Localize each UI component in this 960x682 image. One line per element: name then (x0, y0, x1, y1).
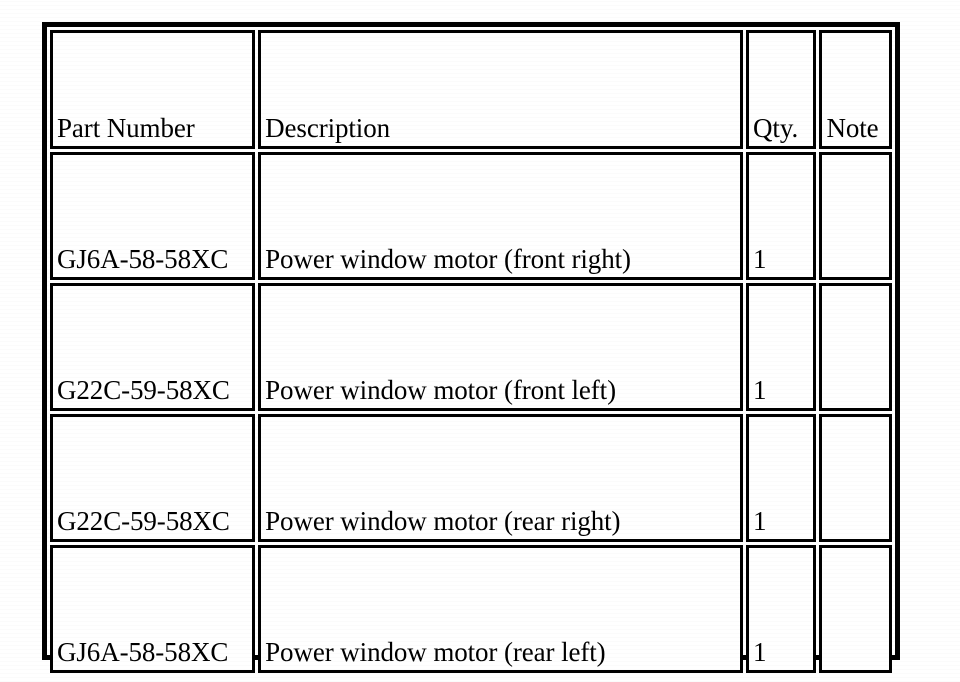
column-header-qty: Qty. (746, 30, 817, 149)
cell-part-number: G22C-59-58XC (50, 283, 256, 411)
table-row: GJ6A-58-58XC Power window motor (rear le… (50, 545, 892, 673)
cell-qty: 1 (746, 545, 817, 673)
column-header-note: Note (819, 30, 892, 149)
part-number-value: GJ6A-58-58XC (57, 244, 229, 274)
qty-value: 1 (753, 637, 767, 667)
cell-description: Power window motor (front left) (258, 283, 744, 411)
qty-value: 1 (753, 244, 767, 274)
table-row: G22C-59-58XC Power window motor (front l… (50, 283, 892, 411)
cell-description: Power window motor (rear right) (258, 414, 744, 542)
table-row: G22C-59-58XC Power window motor (rear ri… (50, 414, 892, 542)
description-value: Power window motor (rear right) (265, 506, 621, 536)
column-header-description-label: Description (265, 113, 391, 143)
description-value: Power window motor (rear left) (265, 637, 606, 667)
cell-description: Power window motor (rear left) (258, 545, 744, 673)
parts-table: Part Number Description Qty. Note (47, 27, 895, 676)
column-header-part-number: Part Number (50, 30, 256, 149)
column-header-part-number-label: Part Number (57, 113, 195, 143)
cell-note (819, 545, 892, 673)
cell-note (819, 283, 892, 411)
cell-qty: 1 (746, 414, 817, 542)
description-value: Power window motor (front left) (265, 375, 616, 405)
qty-value: 1 (753, 375, 767, 405)
cell-part-number: G22C-59-58XC (50, 414, 256, 542)
part-number-value: GJ6A-58-58XC (57, 637, 229, 667)
cell-qty: 1 (746, 283, 817, 411)
column-header-note-label: Note (826, 113, 879, 143)
qty-value: 1 (753, 506, 767, 536)
parts-table-frame: Part Number Description Qty. Note (42, 22, 900, 673)
column-header-qty-label: Qty. (753, 113, 799, 143)
cell-qty: 1 (746, 152, 817, 280)
part-number-value: G22C-59-58XC (57, 506, 230, 536)
column-header-description: Description (258, 30, 744, 149)
description-value: Power window motor (front right) (265, 244, 631, 274)
table-header-row: Part Number Description Qty. Note (50, 30, 892, 149)
cell-note (819, 414, 892, 542)
cell-note (819, 152, 892, 280)
table-row: GJ6A-58-58XC Power window motor (front r… (50, 152, 892, 280)
cell-part-number: GJ6A-58-58XC (50, 152, 256, 280)
cell-part-number: GJ6A-58-58XC (50, 545, 256, 673)
part-number-value: G22C-59-58XC (57, 375, 230, 405)
cell-description: Power window motor (front right) (258, 152, 744, 280)
